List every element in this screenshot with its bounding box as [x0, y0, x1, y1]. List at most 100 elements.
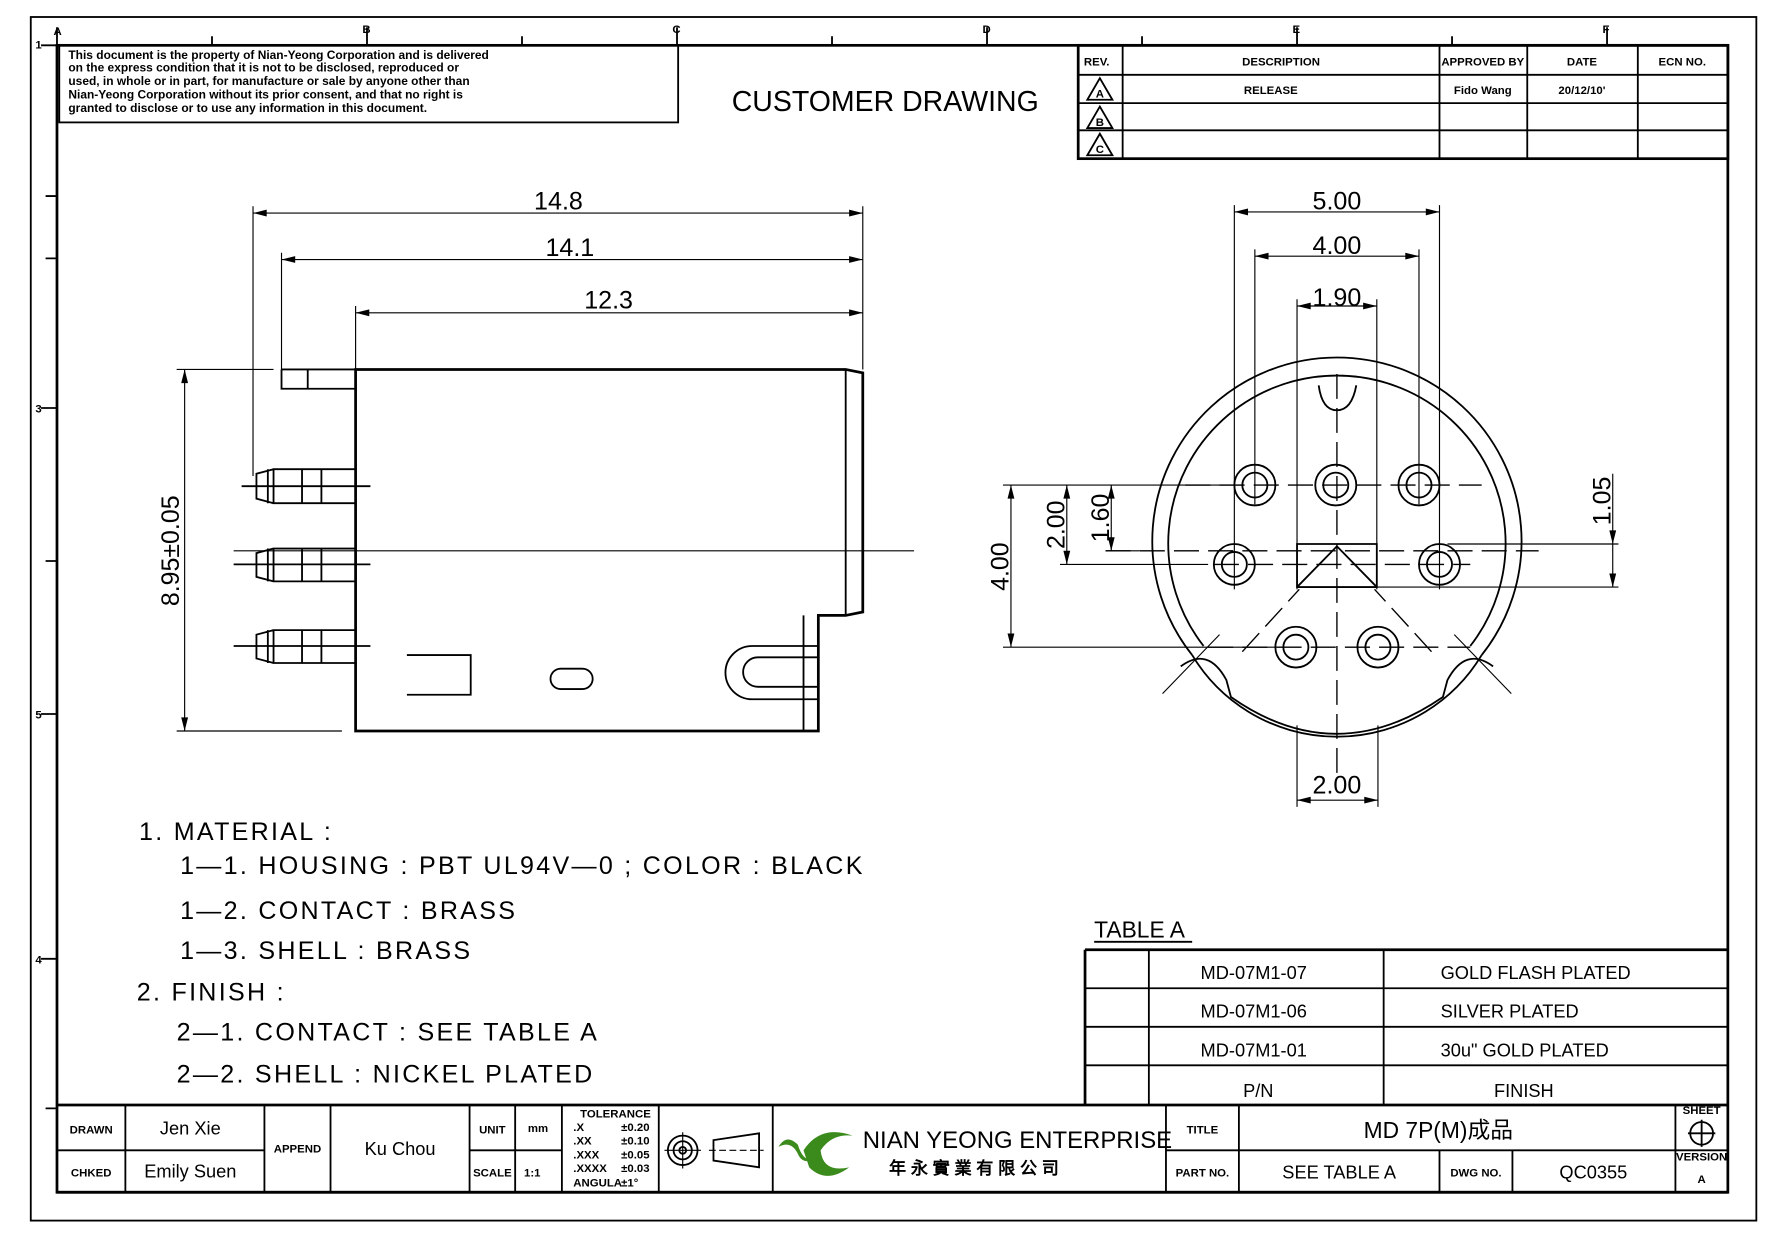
approved-header: APPROVED BY [1441, 57, 1524, 69]
tolerance-title: TOLERANCE [580, 1108, 651, 1120]
pin [233, 547, 371, 583]
tolerance-key: .XXXX [573, 1163, 607, 1175]
company-name-en: NIAN YEONG ENTERPRISE [863, 1127, 1172, 1154]
note-line: 2—2. SHELL : NICKEL PLATED [177, 1060, 595, 1088]
tolerance-value: ±0.20 [621, 1122, 649, 1134]
table-row-finish: SILVER PLATED [1441, 1002, 1579, 1022]
rev-description: RELEASE [1244, 85, 1298, 97]
svg-text:A: A [1096, 88, 1104, 100]
rev-triangle-c: C [1085, 131, 1114, 157]
part-no-value: SEE TABLE A [1282, 1163, 1397, 1183]
grid-markers: A B C D E F 1 3 5 4 [35, 24, 1609, 1110]
dim-2-00-width: 2.00 [1313, 771, 1362, 799]
tolerance-key: ANGULA [573, 1178, 622, 1190]
dim-1-05: 1.05 [1588, 477, 1616, 526]
table-row-finish: 30u" GOLD PLATED [1441, 1040, 1609, 1060]
note-line: 1—1. HOUSING : PBT UL94V—0 ; COLOR : BLA… [180, 852, 865, 880]
outer-frame [29, 16, 1758, 1222]
scale-value: 1:1 [524, 1167, 540, 1179]
drawing-type-title: CUSTOMER DRAWING [732, 86, 1039, 118]
dim-5-00: 5.00 [1313, 188, 1362, 216]
revision-table: REV. DESCRIPTION APPROVED BY DATE ECN NO… [1076, 43, 1730, 161]
dim-8-95: 8.95±0.05 [157, 495, 185, 606]
tolerance-value: ±1° [621, 1178, 639, 1190]
drawing-title: MD 7P(M)成品 [1364, 1117, 1513, 1143]
tolerance-value: ±0.05 [621, 1149, 649, 1161]
grid-col-e: E [1292, 24, 1300, 36]
dim-14-8: 14.8 [534, 188, 583, 216]
table-row-pn: MD-07M1-06 [1201, 1002, 1307, 1022]
tolerance-key: .XXX [573, 1149, 599, 1161]
note-line: 1. MATERIAL : [139, 818, 333, 846]
title-block: DRAWN Jen Xie CHKED Emily Suen APPEND Ku… [56, 1103, 1728, 1194]
note-line: 1—3. SHELL : BRASS [180, 937, 472, 965]
grid-col-f: F [1602, 24, 1609, 36]
table-header-finish: FINISH [1494, 1081, 1554, 1101]
tolerance-value: ±0.10 [621, 1136, 649, 1148]
table-row-pn: MD-07M1-01 [1201, 1040, 1307, 1060]
disclaimer-box: This document is the property of Nian-Ye… [58, 44, 680, 124]
contact-pin [1418, 543, 1461, 586]
disclaimer-line: granted to disclose or to use any inform… [68, 101, 427, 115]
dwg-no-label: DWG NO. [1450, 1167, 1501, 1179]
projection-symbol-icon [664, 1132, 764, 1169]
append-label: APPEND [274, 1144, 321, 1156]
dim-1-90: 1.90 [1313, 284, 1362, 312]
drawn-by: Jen Xie [160, 1119, 221, 1139]
unit-value: mm [528, 1123, 548, 1135]
grid-row-4: 4 [35, 954, 42, 966]
checked-by: Emily Suen [144, 1162, 236, 1182]
company-name-cn: 年 永 實 業 有 限 公 司 [889, 1158, 1059, 1178]
dim-14-1: 14.1 [545, 234, 594, 262]
dim-12-3: 12.3 [584, 286, 633, 314]
table-a: TABLE A MD-07M1-07 GOLD FLASH PLATED MD-… [1083, 916, 1728, 1105]
tolerance-value: ±0.03 [621, 1163, 649, 1175]
rev-triangle-a: A [1085, 76, 1114, 101]
grid-row-3: 3 [35, 404, 41, 416]
contact-pin [1397, 463, 1441, 507]
svg-text:B: B [1096, 117, 1104, 129]
rev-date: 20/12/10' [1558, 85, 1605, 97]
note-line: 2. FINISH : [137, 979, 286, 1007]
front-view: 5.00 4.00 1.90 4.00 2.00 1.60 1.05 2.00 [987, 188, 1619, 807]
part-no-label: PART NO. [1176, 1167, 1230, 1179]
side-view: 14.8 14.1 12.3 8.95±0.05 [157, 188, 915, 733]
rev-header: REV. [1084, 57, 1110, 69]
pin [233, 629, 371, 664]
grid-row-5: 5 [35, 710, 41, 722]
grid-col-a: A [54, 26, 62, 38]
contact-pin [1356, 625, 1400, 669]
grid-col-b: B [362, 24, 370, 36]
pin [241, 468, 371, 505]
rev-approved-by: Fido Wang [1454, 85, 1512, 97]
checked-label: CHKED [71, 1167, 112, 1179]
note-line: 1—2. CONTACT : BRASS [180, 897, 517, 925]
rev-triangle-b: B [1085, 104, 1114, 129]
date-header: DATE [1567, 57, 1598, 69]
contact-pin [1314, 463, 1358, 507]
grid-row-1: 1 [35, 40, 41, 52]
dim-4-00-width: 4.00 [1313, 232, 1362, 260]
unit-label: UNIT [479, 1124, 506, 1136]
append-value: Ku Chou [365, 1139, 436, 1159]
disclaimer-line: This document is the property of Nian-Ye… [68, 48, 488, 62]
version-label: VERSION [1676, 1152, 1727, 1164]
scale-label: SCALE [473, 1167, 512, 1179]
dim-4-00-height: 4.00 [987, 542, 1015, 591]
drawn-label: DRAWN [70, 1124, 113, 1136]
table-row-pn: MD-07M1-07 [1201, 963, 1307, 983]
sheet-label: SHEET [1683, 1105, 1721, 1117]
contact-pin [1212, 543, 1256, 586]
version-value: A [1698, 1174, 1706, 1186]
tolerance-key: .X [573, 1122, 584, 1134]
disclaimer-line: Nian-Yeong Corporation without its prior… [68, 88, 463, 102]
ecn-header: ECN NO. [1659, 57, 1706, 69]
note-line: 2—1. CONTACT : SEE TABLE A [177, 1018, 599, 1046]
dim-2-00-height: 2.00 [1042, 500, 1070, 549]
grid-col-d: D [982, 24, 990, 36]
disclaimer-line: used, in whole or in part, for manufactu… [68, 74, 469, 88]
disclaimer-line: on the express condition that it is not … [68, 60, 459, 74]
company-logo-icon [778, 1132, 853, 1176]
tolerance-block: TOLERANCE .X±0.20 .XX±0.10 .XXX±0.05 .XX… [573, 1108, 651, 1189]
